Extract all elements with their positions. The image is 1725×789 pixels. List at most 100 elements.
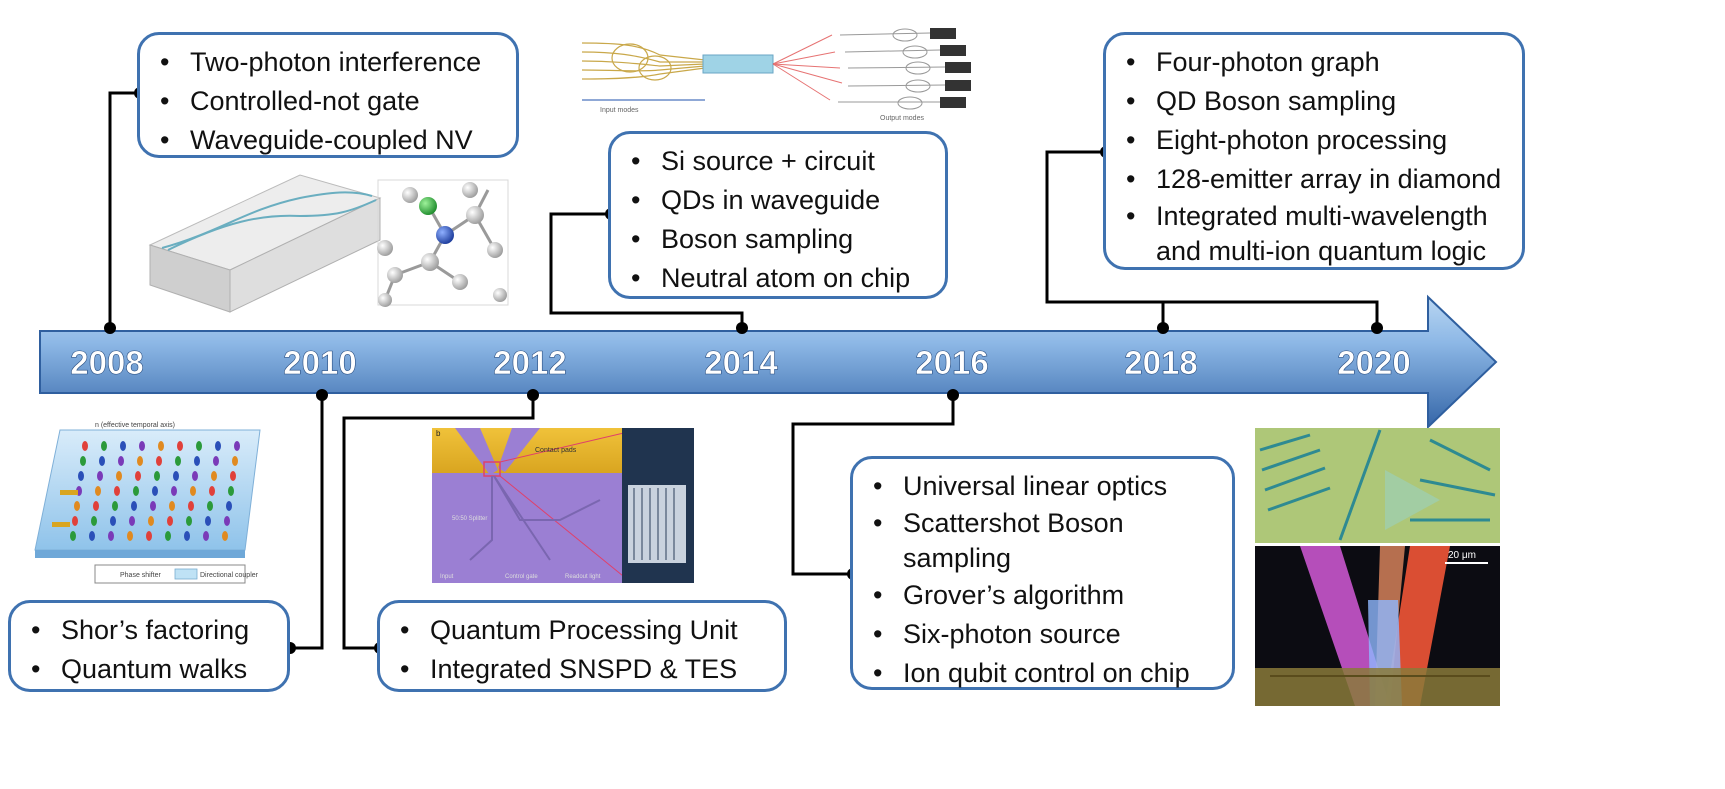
phase-shifter-dot	[93, 501, 99, 511]
milestone-item: Scattershot Boson sampling	[869, 506, 1218, 576]
walk-legend-coupler: Directional coupler	[200, 572, 259, 579]
phase-shifter-dot	[213, 456, 219, 466]
year-label: 2020	[1337, 344, 1410, 381]
milestone-item: Six-photon source	[869, 615, 1218, 654]
phase-shifter-dot	[158, 441, 164, 451]
phase-shifter-dot	[188, 501, 194, 511]
phase-shifter-dot	[108, 531, 114, 541]
connector-2012	[342, 395, 535, 650]
milestone-item: Boson sampling	[627, 220, 931, 259]
year-label: 2012	[493, 344, 566, 381]
phase-shifter-dot	[222, 531, 228, 541]
milestone-list-2018: Four-photon graphQD Boson samplingEight-…	[1122, 43, 1508, 269]
phase-shifter-dot	[150, 501, 156, 511]
phase-shifter-dot	[190, 486, 196, 496]
phase-shifter-dot	[110, 516, 116, 526]
phase-shifter-dot	[230, 471, 236, 481]
phase-shifter-dot	[192, 471, 198, 481]
milestone-item: Integrated SNSPD & TES	[396, 650, 770, 689]
milestone-item: Ion qubit control on chip	[869, 654, 1218, 693]
phase-shifter-dot	[234, 441, 240, 451]
emitter-array-image	[1255, 428, 1500, 543]
ion-trap-laser-image: 20 μm	[1255, 546, 1500, 706]
phase-shifter-dot	[186, 516, 192, 526]
milestone-box-2018: Four-photon graphQD Boson samplingEight-…	[1103, 32, 1525, 270]
phase-shifter-dot	[89, 531, 95, 541]
snspd-chip-image: b Contact pads 50:50 Splitter Input Cont…	[432, 428, 694, 583]
chip-control-label: Control gate	[505, 574, 538, 580]
milestone-item: Four-photon graph	[1122, 43, 1508, 82]
milestone-item: Quantum walks	[27, 650, 273, 689]
phase-shifter-dot	[139, 441, 145, 451]
phase-shifter-dot	[114, 486, 120, 496]
phase-shifter-dot	[232, 456, 238, 466]
milestone-box-2010: Shor’s factoringQuantum walks	[8, 600, 290, 692]
milestone-item: Controlled-not gate	[156, 82, 502, 121]
boson-input-label: Input modes	[600, 107, 639, 114]
connector-2016	[791, 395, 955, 576]
phase-shifter-dot	[169, 501, 175, 511]
milestone-item: Two-photon interference	[156, 43, 502, 82]
phase-shifter-dot	[173, 471, 179, 481]
milestone-item: Universal linear optics	[869, 467, 1218, 506]
boson-output-label: Output modes	[880, 115, 924, 122]
phase-shifter-dot	[177, 441, 183, 451]
year-label: 2018	[1124, 344, 1197, 381]
milestone-box-2014: Si source + circuitQDs in waveguideBoson…	[608, 131, 948, 299]
phase-shifter-dot	[205, 516, 211, 526]
chip-panel-label: b	[436, 429, 441, 438]
quantum-walk-chip-image: Phase shifter Directional coupler n (eff…	[34, 422, 261, 584]
milestone-item: Quantum Processing Unit	[396, 611, 770, 650]
phase-shifter-dot	[175, 456, 181, 466]
phase-shifter-dot	[137, 456, 143, 466]
phase-shifter-dot	[135, 471, 141, 481]
chip-contact-label: Contact pads	[535, 447, 577, 454]
phase-shifter-dot	[165, 531, 171, 541]
timeline-arrow	[39, 294, 1498, 430]
phase-shifter-dot	[129, 516, 135, 526]
connector-2014	[549, 212, 744, 328]
phase-shifter-dot	[99, 456, 105, 466]
year-label: 2014	[704, 344, 778, 381]
milestone-list-2008: Two-photon interferenceControlled-not ga…	[156, 43, 502, 160]
milestone-box-2008: Two-photon interferenceControlled-not ga…	[137, 32, 519, 160]
year-label: 2016	[915, 344, 988, 381]
connectors	[108, 91, 1379, 650]
phase-shifter-dot	[131, 501, 137, 511]
phase-shifter-dot	[70, 531, 76, 541]
phase-shifter-dot	[148, 516, 154, 526]
chip-input-label: Input	[440, 574, 454, 580]
phase-shifter-dot	[215, 441, 221, 451]
milestone-item: Si source + circuit	[627, 142, 931, 181]
walk-axis-label: n (effective temporal axis)	[95, 422, 175, 429]
phase-shifter-dot	[194, 456, 200, 466]
phase-shifter-dot	[74, 501, 80, 511]
phase-shifter-dot	[196, 441, 202, 451]
milestone-list-2016: Universal linear opticsScattershot Boson…	[869, 467, 1218, 693]
phase-shifter-dot	[228, 486, 234, 496]
phase-shifter-dot	[133, 486, 139, 496]
phase-shifter-dot	[112, 501, 118, 511]
phase-shifter-dot	[82, 441, 88, 451]
phase-shifter-dot	[146, 531, 152, 541]
phase-shifter-dot	[226, 501, 232, 511]
milestone-item: Shor’s factoring	[27, 611, 273, 650]
phase-shifter-dot	[91, 516, 97, 526]
phase-shifter-dot	[101, 441, 107, 451]
milestone-item: Waveguide-coupled NV	[156, 121, 502, 160]
milestone-item: 128-emitter array in diamond	[1122, 160, 1508, 199]
milestone-item: QDs in waveguide	[627, 181, 931, 220]
milestone-item: Grover’s algorithm	[869, 576, 1218, 615]
phase-shifter-dot	[95, 486, 101, 496]
milestone-box-2012: Quantum Processing UnitIntegrated SNSPD …	[377, 600, 787, 692]
nv-atoms	[377, 182, 507, 307]
phase-shifter-dot	[97, 471, 103, 481]
phase-shifter-dot	[78, 471, 84, 481]
chip-splitter-label: 50:50 Splitter	[452, 516, 487, 522]
milestone-item: Integrated multi-wavelength and multi-io…	[1122, 199, 1508, 269]
milestone-item: Neutral atom on chip	[627, 259, 931, 298]
phase-shifter-dot	[80, 456, 86, 466]
scale-bar-label: 20 μm	[1448, 550, 1476, 561]
